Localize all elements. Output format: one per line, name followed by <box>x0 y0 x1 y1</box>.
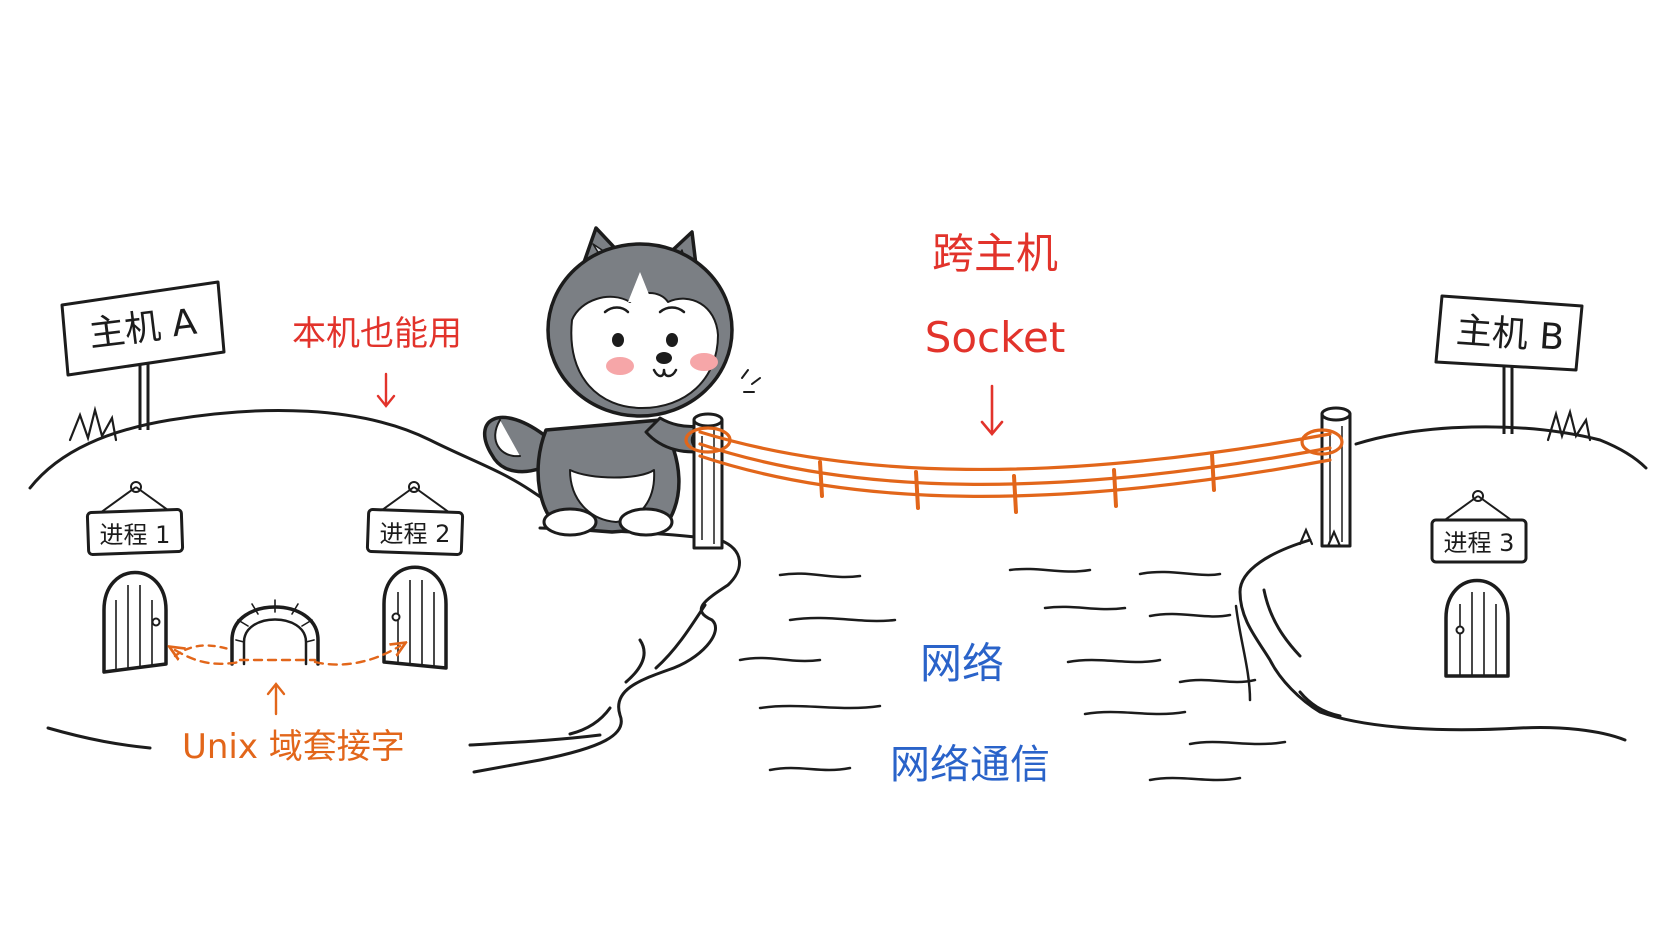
grass-left <box>68 405 118 442</box>
local-label-arrow <box>376 372 396 408</box>
network-comm-label: 网络通信 <box>890 742 1050 788</box>
unix-socket-path <box>175 646 400 666</box>
network-label: 网络 <box>920 639 1004 688</box>
socket-label-arrow <box>980 384 1004 437</box>
left-cliff <box>472 526 741 774</box>
unix-tunnel <box>230 599 320 666</box>
host-b-label: 主机 B <box>1455 310 1566 358</box>
process-2-group: 进程 2 <box>365 481 465 670</box>
local-also-label: 本机也能用 <box>292 314 462 354</box>
unix-socket-label: Unix 域套接字 <box>182 727 405 767</box>
process-3-label: 进程 3 <box>1444 529 1515 557</box>
process-2-label: 进程 2 <box>380 520 451 548</box>
cross-host-label: 跨主机 <box>932 229 1058 278</box>
grass-right <box>1298 408 1592 548</box>
process-3-door <box>1444 578 1510 678</box>
host-b-signpost: 主机 B <box>1434 294 1584 434</box>
unix-label-arrow <box>266 682 286 716</box>
network-river <box>738 567 1287 782</box>
process-1-door <box>102 570 168 674</box>
process-3-group: 进程 3 <box>1430 490 1528 678</box>
socket-label: Socket <box>925 313 1066 362</box>
left-hill <box>28 408 602 750</box>
right-hill <box>1238 425 1648 742</box>
host-a-signpost: 主机 A <box>60 280 226 430</box>
socket-rope-bridge <box>684 426 1344 514</box>
process-1-group: 进程 1 <box>85 481 185 674</box>
process-1-label: 进程 1 <box>100 521 171 549</box>
